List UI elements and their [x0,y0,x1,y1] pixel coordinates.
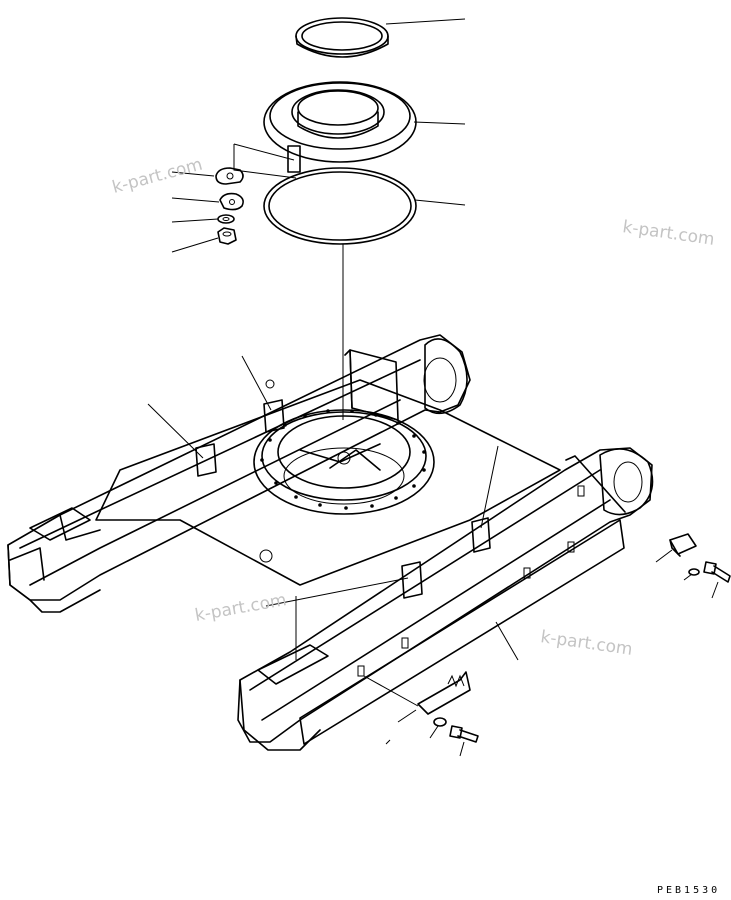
leader-line-bolt-lower [459,741,465,757]
seal-ring[interactable] [295,17,389,58]
drawing-code: PEB1530 [657,885,720,896]
o-ring[interactable] [263,167,417,245]
leader-line-nut [171,237,219,253]
small-clips [259,379,585,677]
leader-line-bolt-right [711,581,719,599]
leader-line-cap [655,549,673,563]
swing-circle-cover[interactable] [263,81,417,163]
plate-part[interactable] [215,167,244,185]
leader-line-plate [171,171,215,177]
watermark: k-part.com [621,217,715,250]
washer-lower[interactable] [433,717,447,727]
leader-line-washer-lower [429,725,439,739]
leader-line-rail [495,621,519,661]
watermark: k-part.com [193,590,288,626]
leader-line-bracket-d [265,577,409,607]
leader-line-guard [363,675,419,707]
shim-part[interactable] [219,192,244,211]
bolt-lower[interactable] [449,725,479,743]
leader-line-seal-ring [385,18,466,25]
watermark: k-part.com [110,155,205,198]
leader-line-washer-right [683,573,693,581]
leader-line-bracket-a [147,403,204,459]
leader-line-shim [171,197,220,203]
leader-line-bracket-c [480,445,499,529]
leader-line-o-ring [414,199,466,206]
guard-plate[interactable] [417,671,471,715]
leader-line-washer [171,218,219,223]
watermark: k-part.com [539,627,633,660]
track-frame[interactable] [7,334,654,751]
swing-circle[interactable] [253,409,435,515]
cap-block[interactable] [669,533,697,557]
leader-line-cover [413,121,466,125]
nut-part[interactable] [217,227,237,245]
plate-bracket [233,143,301,179]
leader-line-guard-b [397,709,417,723]
washer-part[interactable] [217,214,235,224]
bolt-right[interactable] [703,561,731,583]
leader-line-bracket-b [241,355,272,411]
leader-line-stub [385,739,391,745]
washer-right[interactable] [688,568,700,576]
